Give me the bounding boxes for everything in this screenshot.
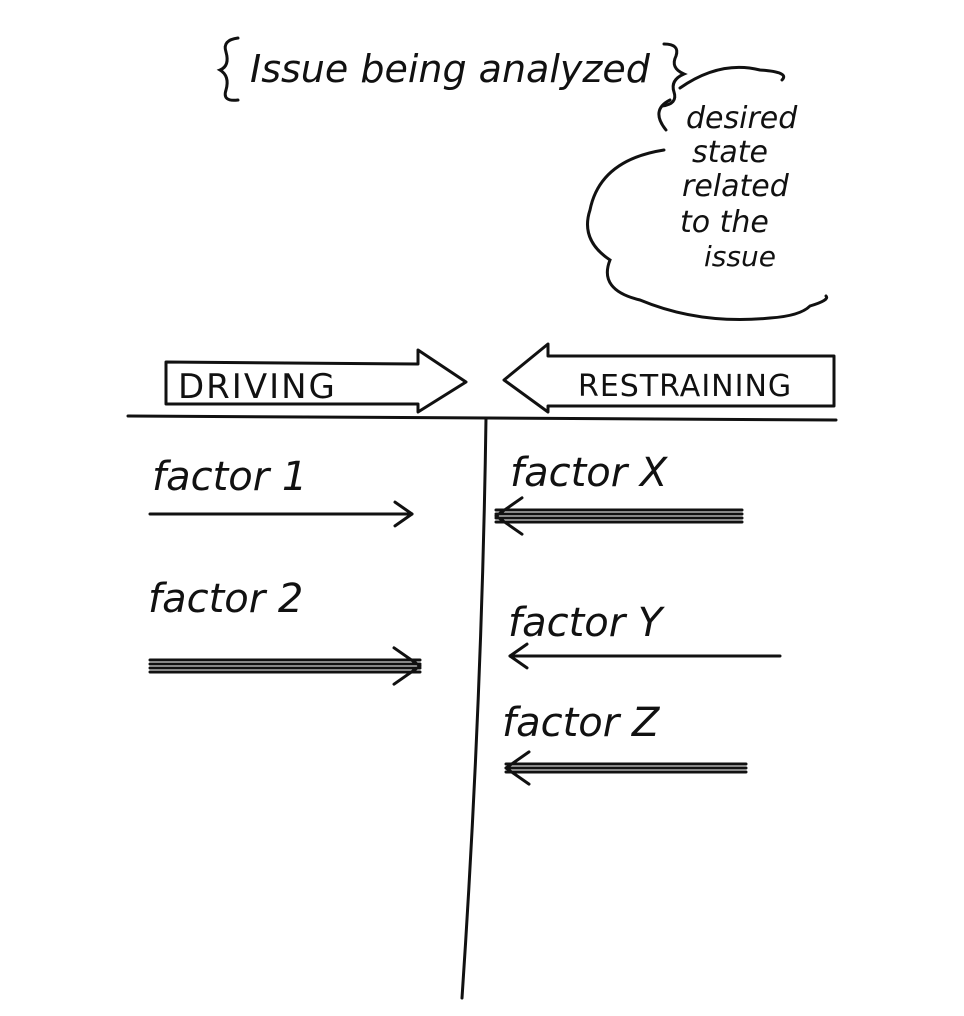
issue-left-bracket xyxy=(216,36,240,102)
driving-factor-1: factor 1 xyxy=(148,454,414,528)
arrowhead xyxy=(393,500,414,528)
driving-header-label: DRIVING xyxy=(178,367,337,407)
restraining-header-arrow xyxy=(502,342,836,414)
driving-factor-label: factor 1 xyxy=(152,454,307,500)
restraining-factor-z: factor Z xyxy=(502,700,748,786)
arrowhead xyxy=(392,646,422,686)
driving-factor-2: factor 2 xyxy=(148,576,422,686)
restraining-header: RESTRAINING xyxy=(502,342,836,414)
arrowhead xyxy=(504,750,531,786)
restraining-header-label: RESTRAINING xyxy=(578,369,792,404)
desired-state-cloud xyxy=(586,65,829,321)
driving-header-arrow xyxy=(164,348,468,414)
horizontal-divider xyxy=(126,414,838,422)
restraining-factor-label: factor Z xyxy=(502,700,661,746)
desired-state-line-1: desired xyxy=(686,101,798,136)
desired-state-line-5: issue xyxy=(704,240,776,273)
desired-state-line-2: state xyxy=(692,135,768,170)
driving-header: DRIVING xyxy=(164,348,468,414)
driving-force-arrow xyxy=(148,500,414,528)
issue-right-bracket xyxy=(660,42,688,108)
restraining-factor-label: factor X xyxy=(510,450,669,496)
restraining-force-arrow xyxy=(508,642,782,670)
desired-state-group: desired state related to the issue xyxy=(586,65,829,321)
issue-group: Issue being analyzed xyxy=(216,36,688,108)
restraining-force-arrow xyxy=(504,750,748,786)
restraining-force-arrow xyxy=(494,496,744,536)
driving-factor-label: factor 2 xyxy=(148,576,303,622)
arrowhead xyxy=(494,496,524,536)
restraining-factor-y: factor Y xyxy=(508,600,782,670)
restraining-factor-x: factor X xyxy=(494,450,744,536)
desired-state-line-4: to the xyxy=(680,205,769,240)
driving-force-arrow xyxy=(148,646,422,686)
arrowhead xyxy=(508,642,529,670)
restraining-factor-label: factor Y xyxy=(508,600,666,646)
vertical-divider xyxy=(460,416,488,1000)
desired-state-line-3: related xyxy=(682,169,790,204)
issue-label: Issue being analyzed xyxy=(250,47,651,91)
